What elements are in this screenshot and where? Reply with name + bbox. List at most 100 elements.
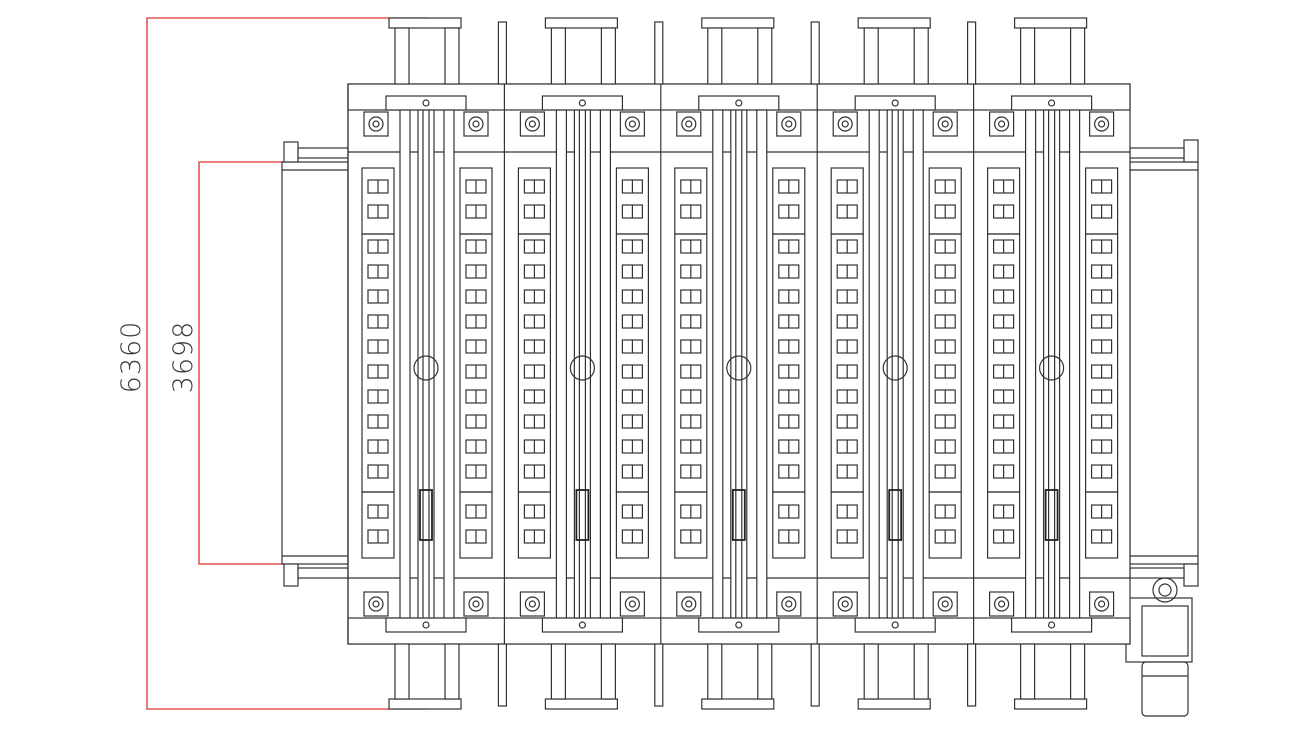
center-gear [726,355,752,381]
pulley-hub [785,600,793,608]
top-hanger-post [394,27,410,85]
pulley-hub [941,120,949,128]
bottom-bracket [854,617,936,633]
left-belt-roller [281,141,349,587]
pulley-hub [628,600,637,608]
bottom-bracket [385,617,467,633]
dimension-text-overall: 6360 [116,321,147,394]
dimension-line-belt [198,161,285,565]
bottom-hanger-cap [857,698,931,710]
actuator [1044,489,1059,541]
pulley [524,596,541,612]
bottom-hanger-post [394,643,410,700]
pulley-housing [463,591,489,617]
pulley-hub [685,120,693,128]
bottom-bracket [698,617,780,633]
pulley-housing [932,111,958,137]
center-beam [417,109,435,619]
top-hanger-cap [701,17,775,29]
actuator [575,489,590,541]
pulley-housing [776,111,802,137]
bottom-hanger-post [550,643,567,700]
panel-column-bottom [928,491,962,559]
top-pin [966,21,977,85]
pulley-hub [841,120,849,128]
guide-rail [443,109,455,619]
pulley-housing [619,591,646,617]
top-bracket [1010,95,1093,111]
bottom-pin [654,643,664,707]
guide-rail [555,109,568,619]
bottom-hanger-post [913,643,929,700]
pulley-housing [1088,591,1115,617]
bolt [1047,99,1056,107]
actuator [731,489,746,541]
panel-column-bottom [772,491,806,559]
bottom-hanger-cap [388,698,462,710]
pulley-hub [841,600,849,608]
pulley-housing [988,591,1015,617]
panel-column-bottom [1084,491,1119,559]
pulley-hub [997,600,1006,608]
bolt [891,621,899,629]
bottom-pin [497,643,507,707]
top-hanger-cap [388,17,462,29]
top-hanger-post [757,27,773,85]
module-group [347,17,1119,710]
top-bracket [385,95,467,111]
pulley-housing [619,111,646,137]
pulley [681,596,697,612]
guide-rail [1024,109,1037,619]
pulley [681,116,697,132]
guide-rail [712,109,724,619]
bottom-bracket [541,617,624,633]
bottom-bracket [1010,617,1093,633]
pulley-hub [941,600,949,608]
top-bracket [541,95,624,111]
pulley-hub [472,120,480,128]
pulley-hub [997,120,1006,128]
center-gear [413,355,439,381]
bolt [735,99,743,107]
bottom-hanger-cap [1013,698,1088,710]
pulley [993,116,1010,132]
pulley [937,596,953,612]
pulley-housing [676,591,702,617]
bottom-hanger-post [600,643,617,700]
pulley [468,116,484,132]
top-bracket [854,95,936,111]
pulley [624,116,641,132]
drive-motor [1125,577,1193,717]
pulley [993,596,1010,612]
bolt [422,621,430,629]
panel-column-bottom [986,491,1021,559]
top-bracket [698,95,780,111]
top-pin [497,21,507,85]
pulley-hub [528,120,537,128]
bolt [1047,621,1056,629]
pulley-hub [472,600,480,608]
top-hanger-post [1069,27,1086,85]
pulley [468,596,484,612]
pulley [1093,116,1110,132]
center-beam [573,109,592,619]
pulley-housing [463,111,489,137]
bottom-pin [810,643,820,707]
pulley-hub [372,600,380,608]
actuator [888,489,903,541]
bottom-hanger-post [1019,643,1036,700]
bottom-hanger-post [444,643,460,700]
pulley [837,596,853,612]
top-hanger-post [444,27,460,85]
bolt [735,621,743,629]
top-hanger-post [1019,27,1036,85]
pulley-housing [676,111,702,137]
center-gear [1038,355,1065,381]
pulley-housing [363,591,389,617]
center-beam [1042,109,1061,619]
guide-rail [599,109,612,619]
dimension-lines [146,17,428,710]
pulley-hub [528,600,537,608]
center-gear [569,355,596,381]
